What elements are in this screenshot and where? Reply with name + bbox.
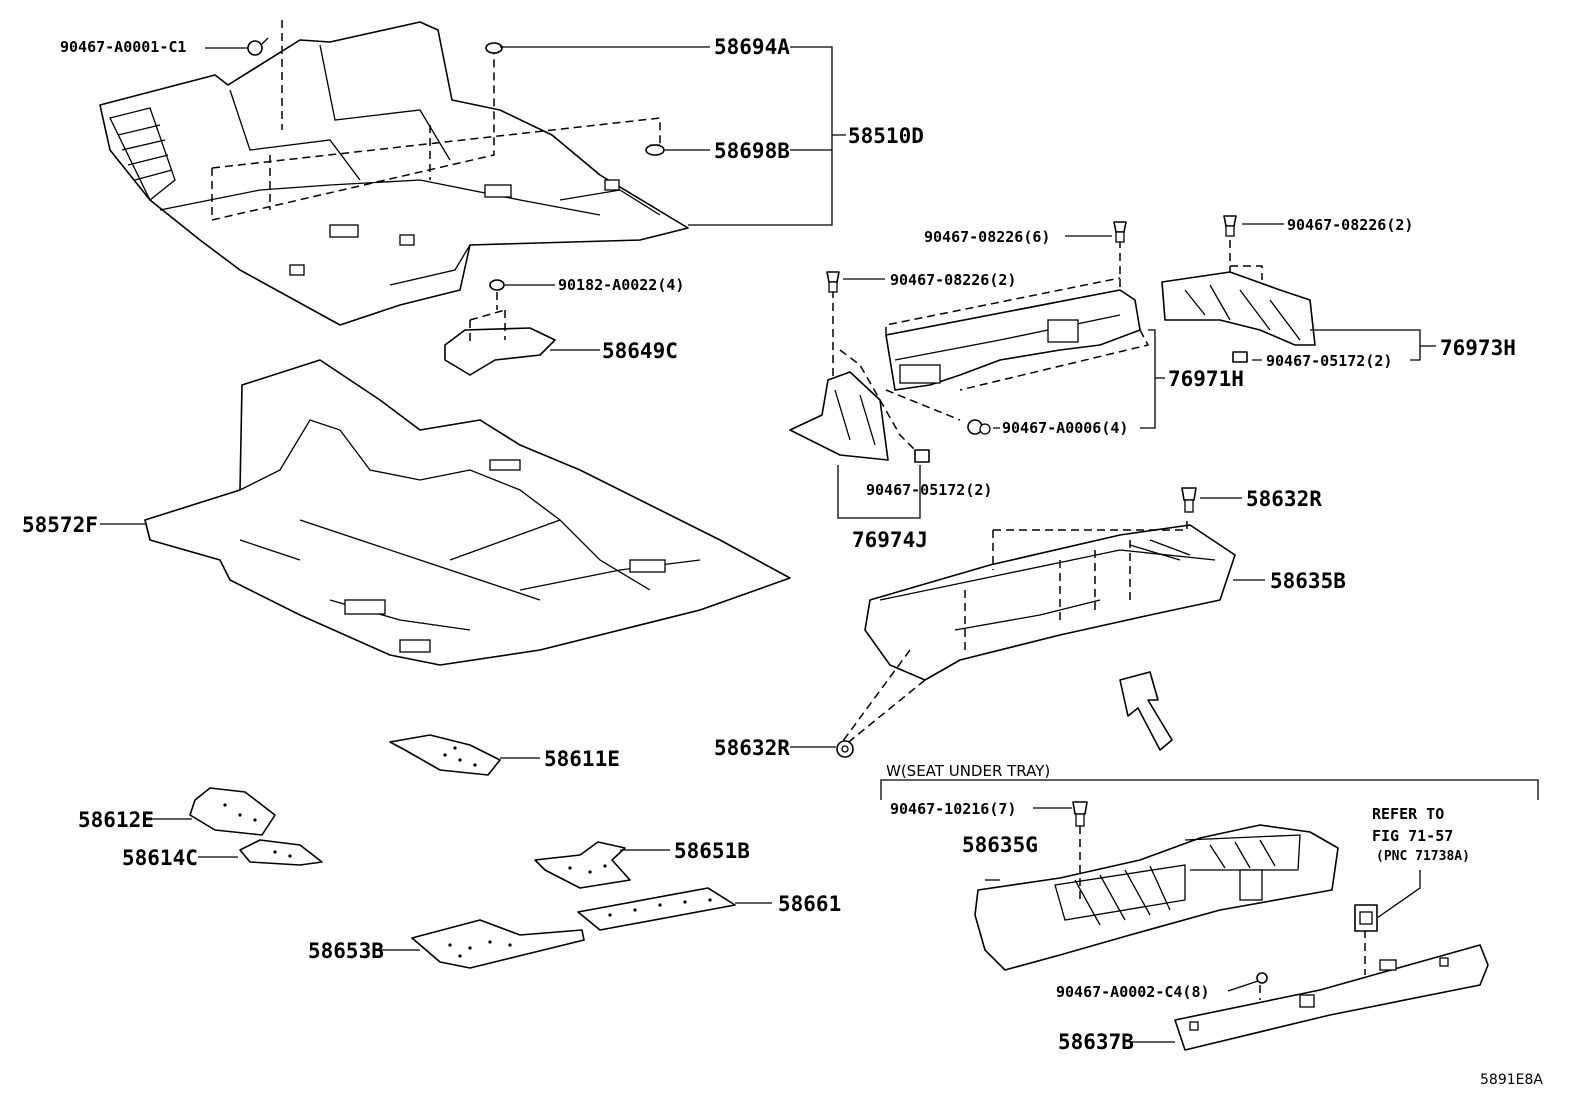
label-58611E: 58611E [544,747,620,771]
pad-58661 [577,887,736,931]
floor-silencer-58572F [144,359,791,666]
label-58661: 58661 [778,892,842,916]
tray-58635G [974,824,1339,971]
pad-58651B [534,841,631,889]
floor-carpet-58510D [99,20,689,326]
label-58632R-bottom: 58632R [714,736,790,760]
tray-58635B [839,520,1236,746]
pad-58614C [239,839,323,866]
label-58614C: 58614C [122,846,198,870]
label-58635G: 58635G [962,833,1038,857]
direction-arrow [1119,671,1173,751]
clip-90467-08226-2-right [1223,215,1237,237]
label-58510D: 58510D [848,124,924,148]
clip-90467-05172-2-right [1232,351,1248,363]
fastener-58698B [645,144,665,156]
label-58612E: 58612E [78,808,154,832]
label-58698B: 58698B [714,139,790,163]
bracket-58649C [444,279,600,376]
clip-90467-A0001-C1 [247,37,269,56]
label-58637B: 58637B [1058,1030,1134,1054]
label-58649C: 58649C [602,339,678,363]
panel-76971H [885,240,1150,421]
strip-58637B [1174,930,1489,1051]
label-90467-05172-2-left: 90467-05172(2) [866,481,993,499]
label-90467-A0002-C4: 90467-A0002-C4(8) [1056,983,1210,1001]
illustration-code: 5891E8A [1480,1072,1543,1088]
label-90182-A0022: 90182-A0022(4) [558,276,685,294]
label-58653B: 58653B [308,939,384,963]
label-90467-08226-2-left: 90467-08226(2) [890,271,1017,289]
label-90467-08226-2-right: 90467-08226(2) [1287,216,1414,234]
clip-90467-05172-2-left [914,449,930,463]
panel-76973H [1161,240,1316,346]
refer-note-line2: FIG 71-57 [1372,827,1454,845]
clip-90467-08226-2-left [826,271,840,293]
label-58694A: 58694A [714,35,790,59]
label-90467-A0006: 90467-A0006(4) [1002,419,1129,437]
clip-90467-A0002-C4 [1256,972,1268,984]
label-58651B: 58651B [674,839,750,863]
label-58632R-top: 58632R [1246,487,1322,511]
label-58572F: 58572F [22,513,98,537]
clip-58632R-bottom [836,740,854,758]
label-76974J: 76974J [852,528,928,552]
label-76971H: 76971H [1168,367,1244,391]
clip-90467-A0006 [967,419,991,435]
clip-58632R-top [1181,487,1197,513]
label-90467-08226-6: 90467-08226(6) [924,228,1051,246]
label-90467-A0001-C1: 90467-A0001-C1 [60,38,187,56]
label-90467-05172-2-right: 90467-05172(2) [1266,352,1393,370]
clip-refer-71738A [1354,904,1378,932]
label-76973H: 76973H [1440,336,1516,360]
panel-76974J [789,290,921,461]
pad-58612E [189,787,276,836]
pad-58653B [411,919,585,969]
option-box-title: W(SEAT UNDER TRAY) [886,762,1051,780]
clip-90467-08226-6 [1113,221,1127,243]
refer-note-line3: (PNC 71738A) [1376,849,1470,864]
refer-note-line1: REFER TO [1372,805,1445,823]
label-90467-10216: 90467-10216(7) [890,800,1017,818]
clip-90467-10216 [1072,801,1088,827]
fastener-58694A [485,42,503,54]
label-58635B: 58635B [1270,569,1346,593]
pad-58611E [389,734,501,776]
